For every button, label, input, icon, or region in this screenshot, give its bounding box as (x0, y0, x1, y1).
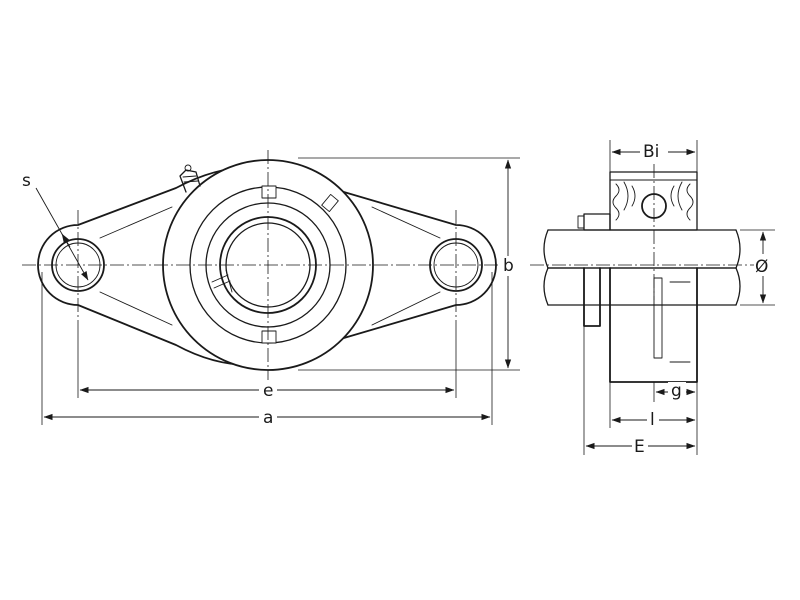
label-e: e (263, 381, 273, 401)
label-bi: Bi (643, 142, 659, 162)
front-view: s e a b (22, 150, 520, 428)
dim-s-arrow-back (61, 233, 71, 248)
label-g: g (671, 381, 682, 401)
flange-inner-line-bottom (99, 291, 441, 326)
rim-notch-top (261, 185, 277, 199)
label-s: s (22, 171, 31, 191)
bearing-seal-wave (612, 183, 694, 221)
bearing-insert (609, 171, 698, 231)
label-diameter: Ø (755, 257, 768, 277)
set-screw (211, 269, 233, 293)
collar (583, 213, 611, 231)
grease-nipple-icon (179, 164, 201, 193)
shaft-lower (547, 267, 737, 306)
label-b: b (503, 256, 514, 276)
side-housing (583, 267, 698, 383)
label-E: E (634, 437, 645, 457)
label-a: a (263, 408, 273, 428)
side-view: Bi Ø g l E (530, 140, 775, 457)
rim-notch-bottom (261, 330, 277, 344)
label-l: l (650, 410, 655, 430)
flange-inner-line-top (99, 206, 441, 239)
rim-notch-right (321, 193, 339, 213)
shaft-upper (547, 229, 737, 269)
